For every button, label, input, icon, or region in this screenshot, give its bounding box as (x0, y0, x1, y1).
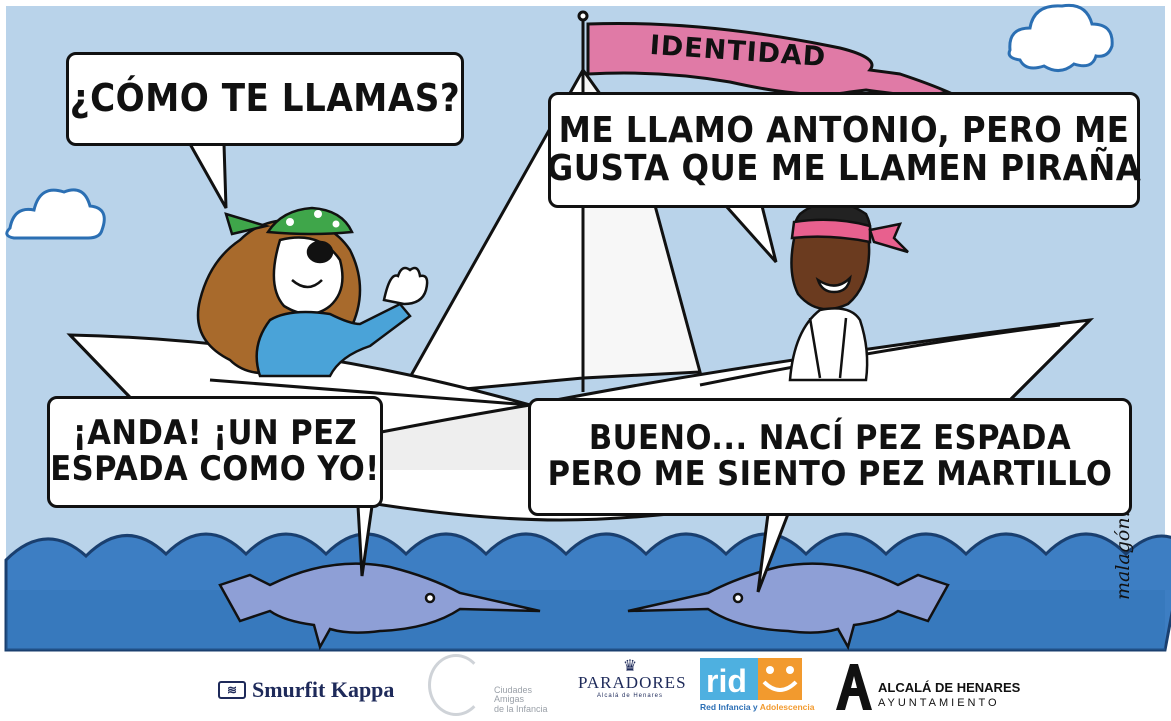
speech-bubble-swordfish: ¡ANDA! ¡UN PEZ ESPADA COMO YO! (47, 396, 383, 508)
bubble-line: PERO ME SIENTO PEZ MARTILLO (547, 454, 1113, 494)
paradores-logo: ♛ PARADORES Alcalá de Henares (578, 656, 687, 699)
ciudades-text: Ciudades Amigas de la Infancia (494, 685, 548, 714)
speech-bubble-question: ¿CÓMO TE LLAMAS? (66, 52, 464, 146)
speech-bubble-hammerhead: BUENO... NACÍ PEZ ESPADA PERO ME SIENTO … (528, 398, 1132, 516)
cloud-left (5, 188, 106, 240)
alcala-line1: ALCALÁ DE HENARES (878, 680, 1021, 695)
artist-signature: malagón. (1112, 511, 1134, 600)
smurfit-kappa-mark-icon: ≋ (218, 681, 246, 699)
svg-text:rid: rid (706, 663, 747, 699)
alcala-de-henares-logo: ALCALÁ DE HENARES AYUNTAMIENTO (832, 660, 1020, 716)
ciudades-line: de la Infancia (494, 703, 548, 714)
rid-logo: rid Red Infancia y Adolescencia (700, 658, 815, 716)
sea (4, 532, 1171, 652)
swordfish-left (218, 562, 541, 651)
speech-bubble-antonio: ME LLAMO ANTONIO, PERO ME GUSTA QUE ME L… (546, 92, 1142, 208)
ciudades-line: Amigas (494, 694, 525, 705)
ciudades-line: Ciudades (494, 685, 533, 695)
rid-tagline: Red Infancia y Adolescencia (700, 702, 830, 712)
alcala-a-icon (836, 664, 872, 710)
bubble-line: BUENO... NACÍ PEZ ESPADA (588, 418, 1072, 459)
rid-tag-part: Adolescencia (759, 702, 815, 712)
girl-pirate (196, 206, 429, 378)
paradores-sub: Alcalá de Henares (596, 692, 664, 699)
swordfish-right (627, 562, 950, 651)
ciudades-amigas-logo: Ciudades Amigas de la Infancia (428, 652, 548, 718)
bubble-line: ESPADA COMO YO! (50, 449, 380, 489)
boy-character (788, 200, 909, 382)
bubble-line: ME LLAMO ANTONIO, PERO ME (558, 110, 1130, 152)
smurfit-kappa-logo: ≋ Smurfit Kappa (218, 677, 394, 703)
rid-tag-part: y (750, 702, 760, 712)
paradores-name: PARADORES (578, 673, 687, 692)
alcala-line2: AYUNTAMIENTO (878, 697, 1000, 709)
bubble-line: ¿CÓMO TE LLAMAS? (69, 76, 461, 121)
smurfit-kappa-name: Smurfit Kappa (252, 677, 395, 702)
bubble-line: ¡ANDA! ¡UN PEZ (72, 413, 358, 454)
bubble-line: GUSTA QUE ME LLAMEN PIRAÑA (546, 148, 1142, 189)
rid-mark-icon: rid (700, 658, 802, 700)
rid-tag-part: Red (700, 702, 719, 712)
sponsor-logos: ≋ Smurfit Kappa Ciudades Amigas de la In… (0, 650, 1171, 721)
cloud-right (1007, 3, 1114, 72)
bubble-tails (187, 142, 791, 593)
crown-icon: ♛ (622, 656, 638, 675)
ciudades-arc-icon (428, 654, 484, 716)
rid-tag-part: Infancia (718, 702, 751, 712)
